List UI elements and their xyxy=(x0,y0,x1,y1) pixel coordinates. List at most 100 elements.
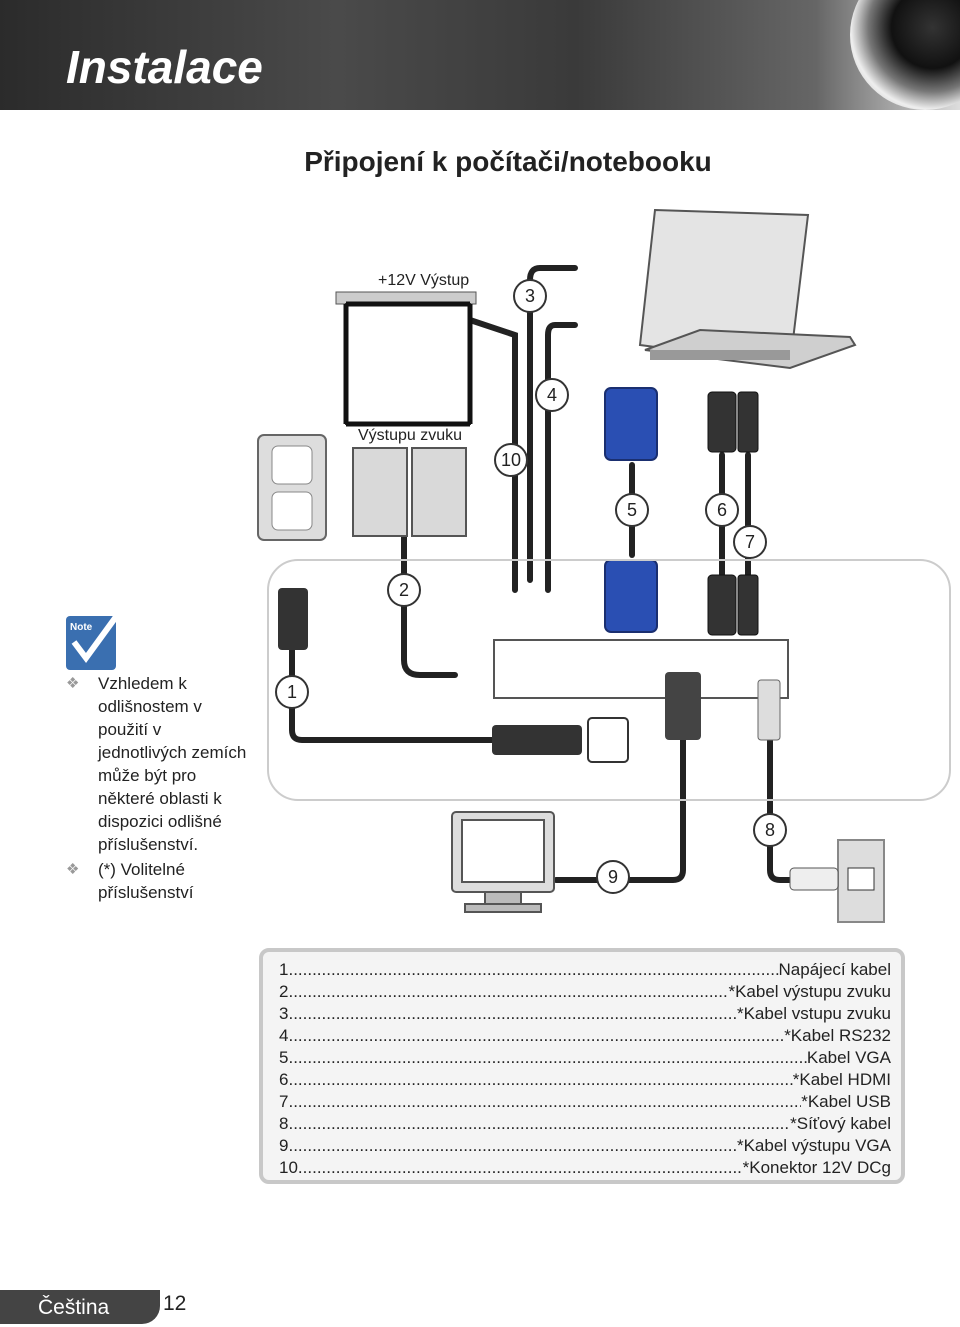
lan-plug xyxy=(757,679,781,741)
projection-screen xyxy=(335,291,477,427)
legend-number: 4 xyxy=(279,1026,289,1045)
legend-number: 1 xyxy=(279,960,289,979)
legend-number: 6 xyxy=(279,1070,289,1089)
cable-lan xyxy=(767,737,833,883)
legend-label: *Kabel HDMI xyxy=(792,1070,891,1092)
legend-label: *Kabel výstupu VGA xyxy=(736,1136,891,1158)
callout-number: 10 xyxy=(501,450,521,470)
note-item: ❖ Vzhledem k odlišnostem v použití v jed… xyxy=(64,672,254,856)
audio-out-label: Výstupu zvuku xyxy=(358,427,462,444)
cable-legend: 1.......................................… xyxy=(259,948,905,1184)
legend-row: 6.......................................… xyxy=(279,1070,891,1092)
callouts: 1 2 3 4 5 67 8 9 10 xyxy=(275,279,787,894)
legend-label: *Kabel vstupu zvuku xyxy=(736,1004,891,1026)
cable-vga-out xyxy=(553,737,686,883)
network-jack xyxy=(789,839,885,923)
callout-number: 3 xyxy=(525,286,535,306)
wall-outlet xyxy=(257,434,327,541)
legend-number: 2 xyxy=(279,982,289,1001)
legend-row: 1.......................................… xyxy=(279,960,891,982)
leader-dots: ........................................… xyxy=(288,1070,792,1089)
section-title: Instalace xyxy=(66,41,263,93)
callout-number: 6 xyxy=(717,500,727,520)
callout-2: 2 xyxy=(387,573,421,607)
header-banner: Instalace xyxy=(0,0,960,110)
callout-10: 10 xyxy=(494,443,528,477)
legend-row: 8.......................................… xyxy=(279,1114,891,1136)
callout-5: 5 xyxy=(615,493,649,527)
legend-label: *Konektor 12V DCg xyxy=(742,1158,891,1180)
laptop xyxy=(638,208,857,370)
page-number: 12 xyxy=(163,1292,187,1315)
cable-audio-out xyxy=(401,532,458,678)
legend-label: *Kabel RS232 xyxy=(784,1026,891,1048)
power-plug xyxy=(278,588,308,650)
cable-power xyxy=(289,647,498,743)
legend-row: 10......................................… xyxy=(279,1158,891,1180)
note-badge-text: Note xyxy=(70,622,93,633)
legend-number: 7 xyxy=(279,1092,289,1111)
projector xyxy=(267,559,951,801)
speakers xyxy=(352,447,467,537)
diamond-bullet-icon: ❖ xyxy=(66,675,80,692)
note-list: ❖ Vzhledem k odlišnostem v použití v jed… xyxy=(64,672,254,906)
note-text: Vzhledem k odlišnostem v použití v jedno… xyxy=(98,674,247,854)
legend-label: Napájecí kabel xyxy=(778,960,891,982)
monitor xyxy=(451,811,555,913)
leader-dots: ........................................… xyxy=(288,1026,785,1045)
leader-dots: ........................................… xyxy=(288,1004,737,1023)
legend-row: 4.......................................… xyxy=(279,1026,891,1048)
power-connector xyxy=(492,717,629,763)
callout-4: 4 xyxy=(535,378,569,412)
legend-number: 5 xyxy=(279,1048,289,1067)
legend-row: 9.......................................… xyxy=(279,1136,891,1158)
callout-1: 1 xyxy=(275,675,309,709)
legend-label: Kabel VGA xyxy=(806,1048,891,1070)
diamond-bullet-icon: ❖ xyxy=(66,861,80,878)
language-tab xyxy=(0,1290,160,1324)
legend-number: 10 xyxy=(279,1158,298,1177)
cable-rs232 xyxy=(545,322,578,593)
legend-number: 9 xyxy=(279,1136,289,1155)
legend-row: 2.......................................… xyxy=(279,982,891,1004)
callout-8: 8 xyxy=(753,813,787,847)
callout-6: 6 xyxy=(705,493,739,527)
leader-dots: ........................................… xyxy=(297,1158,743,1177)
legend-label: *Kabel USB xyxy=(801,1092,891,1114)
footer: Čeština 12 xyxy=(0,1290,200,1327)
note-icon: Note xyxy=(66,612,120,670)
leader-dots: ........................................… xyxy=(288,982,729,1001)
legend-label: *Síťový kabel xyxy=(790,1114,891,1136)
language-label: Čeština xyxy=(38,1296,110,1319)
callout-number: 2 xyxy=(399,580,409,600)
hdmi-usb-plugs xyxy=(707,391,759,636)
legend-number: 8 xyxy=(279,1114,289,1133)
legend-number: 3 xyxy=(279,1004,289,1023)
vga-connectors xyxy=(604,387,658,633)
legend-row: 3.......................................… xyxy=(279,1004,891,1026)
callout-number: 1 xyxy=(287,682,297,702)
leader-dots: ........................................… xyxy=(288,1136,737,1155)
legend-row: 5.......................................… xyxy=(279,1048,891,1070)
note-text: (*) Volitelné příslušenství xyxy=(98,860,194,902)
callout-number: 7 xyxy=(745,532,755,552)
leader-dots: ........................................… xyxy=(288,1114,790,1133)
callout-9: 9 xyxy=(596,860,630,894)
note-item: ❖ (*) Volitelné příslušenství xyxy=(64,858,254,904)
callout-number: 9 xyxy=(608,867,618,887)
page-subtitle: Připojení k počítači/notebooku xyxy=(304,146,712,177)
leader-dots: ........................................… xyxy=(288,960,778,979)
leader-dots: ........................................… xyxy=(288,1092,801,1111)
callout-number: 4 xyxy=(547,385,557,405)
callout-number: 5 xyxy=(627,500,637,520)
callout-3: 3 xyxy=(513,279,547,313)
callout-number: 8 xyxy=(765,820,775,840)
vga-out-plug xyxy=(665,672,701,740)
callout-7: 7 xyxy=(733,525,767,559)
cable-dc-12v xyxy=(467,317,518,593)
cable-audio-in xyxy=(527,265,578,583)
legend-row: 7.......................................… xyxy=(279,1092,891,1114)
legend-label: *Kabel výstupu zvuku xyxy=(728,982,891,1004)
dc-out-label: +12V Výstup xyxy=(378,272,469,289)
